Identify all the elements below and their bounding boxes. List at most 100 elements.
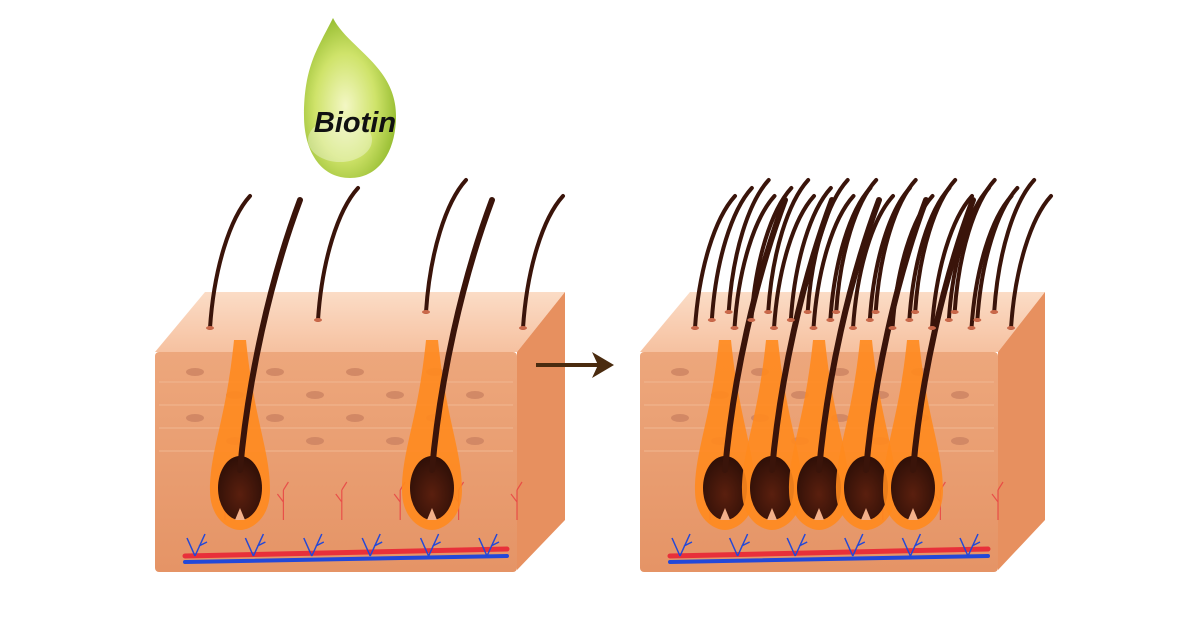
hair-pore (849, 326, 857, 330)
capillary (276, 481, 289, 520)
capillary (361, 533, 383, 557)
hair-strand (726, 178, 771, 314)
hair-strand (722, 197, 788, 473)
hair-bulb (797, 456, 841, 520)
hair-pore (747, 318, 756, 322)
dermal-papilla (235, 508, 245, 520)
hair-pore (764, 310, 773, 314)
hair-strand (863, 197, 929, 473)
hair-pore (691, 326, 699, 330)
cell-nucleus (306, 391, 324, 399)
capillary (901, 533, 923, 557)
hair-strand (772, 194, 816, 330)
blood-vessels (182, 481, 523, 564)
hair-pore (707, 318, 716, 322)
cell-nucleus (386, 391, 404, 399)
oil-drop-icon (304, 18, 396, 178)
hair-follicles (695, 340, 943, 530)
capillary (303, 533, 325, 557)
capillary (671, 533, 693, 557)
hair-strand (913, 178, 958, 314)
hair-strand (910, 197, 976, 473)
hair-pore (730, 326, 739, 330)
hair-strand (952, 178, 997, 314)
hair-pore (967, 326, 976, 330)
hair-strand (930, 194, 974, 330)
hair-strand (975, 186, 1020, 322)
hair-pore (206, 326, 214, 330)
right-arrow-icon (536, 352, 614, 378)
dermal-papilla (720, 508, 730, 520)
capillary (959, 533, 981, 557)
biotin-label: Biotin (314, 107, 396, 139)
hair-pore (928, 326, 936, 330)
artery (667, 546, 991, 559)
dermal-papilla (814, 508, 824, 520)
skin-side (998, 292, 1045, 570)
cell-nucleus (386, 437, 404, 445)
hair-strand (851, 194, 895, 330)
artery (182, 546, 510, 559)
hair-pore (944, 318, 953, 322)
skin-surface (155, 292, 565, 352)
hair-strand (992, 178, 1037, 314)
hair-strand (693, 194, 737, 330)
hair-strand (834, 178, 879, 314)
hair-strand (237, 197, 303, 473)
cell-nucleus (346, 414, 364, 422)
skin-front (155, 352, 517, 572)
hair-pore (826, 318, 835, 322)
capillary (478, 533, 500, 557)
dermal-papilla (767, 508, 777, 520)
hair-strand (873, 178, 918, 314)
hair-bulb (703, 456, 747, 520)
hair-strand (709, 186, 754, 322)
cell-nucleus (466, 391, 484, 399)
hair-strands (206, 178, 565, 473)
hair-pore (973, 318, 982, 322)
hair-strand (811, 194, 856, 330)
hair-pore (950, 310, 959, 314)
cell-nucleus (346, 368, 364, 376)
hair-pore (519, 326, 527, 330)
skin-section-after (640, 178, 1053, 572)
hair-strand (208, 194, 252, 330)
hair-strand (805, 178, 850, 314)
hair-bulb (891, 456, 935, 520)
cell-nucleus (671, 414, 689, 422)
capillary (510, 481, 523, 520)
capillary (244, 533, 266, 557)
cell-nucleus (306, 437, 324, 445)
capillary (844, 533, 866, 557)
hair-pore (803, 310, 812, 314)
hair-pore (770, 326, 778, 330)
vein (668, 554, 990, 564)
hair-bulb (410, 456, 454, 520)
drop-highlight (308, 118, 372, 162)
dermal-papilla (908, 508, 918, 520)
hair-pore (905, 318, 914, 322)
hair-pore (809, 326, 818, 330)
hair-strand (521, 194, 565, 330)
hair-pore (1007, 326, 1015, 330)
hair-pore (832, 310, 841, 314)
capillary (186, 533, 208, 557)
hair-bulb (844, 456, 888, 520)
hair-pore (911, 310, 920, 314)
hair-strand (788, 186, 833, 322)
capillary (335, 481, 348, 520)
capillary (786, 533, 808, 557)
cell-nucleus (186, 414, 204, 422)
hair-pore (314, 318, 322, 322)
hair-pore (865, 318, 874, 322)
hair-strand (890, 194, 935, 330)
cell-nucleus (671, 368, 689, 376)
dermal-papilla (861, 508, 871, 520)
capillary (991, 481, 1004, 520)
hair-strand (316, 186, 360, 322)
hair-strand (1009, 194, 1053, 330)
hair-follicles (210, 340, 462, 530)
cell-nucleus (951, 437, 969, 445)
vein (183, 554, 509, 564)
